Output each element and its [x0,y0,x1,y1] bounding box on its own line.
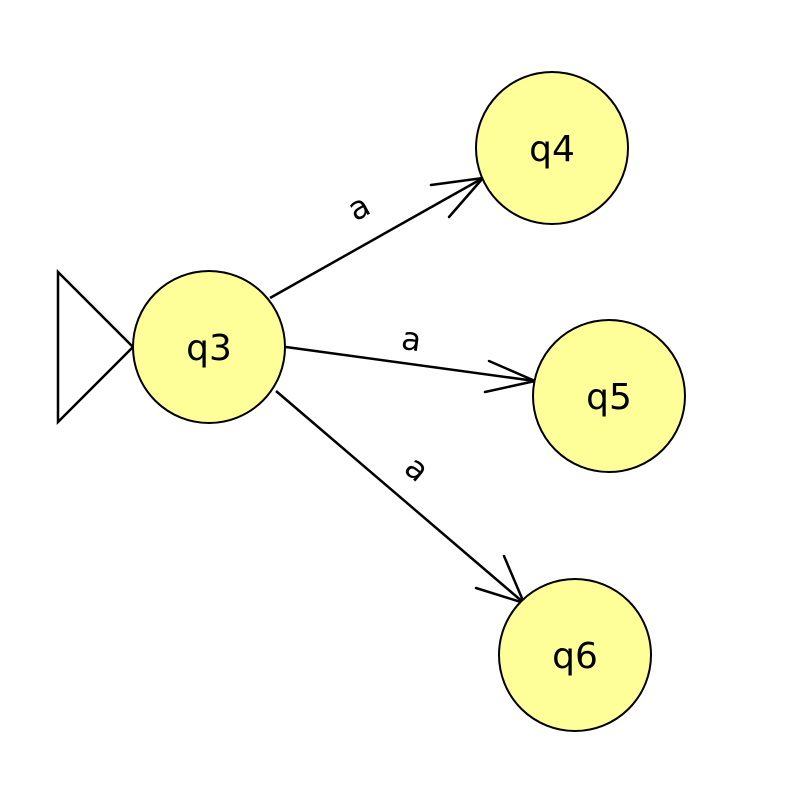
state-q3[interactable]: q3 [132,270,286,424]
state-q4[interactable]: q4 [475,71,629,225]
transition-label: a [399,319,424,359]
transition-q3-q4[interactable]: a [269,176,485,300]
state-label: q3 [186,328,232,369]
transition-q3-q6[interactable]: a [275,390,526,605]
transition-line [285,345,536,383]
state-label: q5 [586,377,632,418]
state-circle [498,578,652,732]
transition-line [269,176,484,300]
arrow-head-icon [429,176,485,219]
state-q5[interactable]: q5 [532,319,686,473]
state-q6[interactable]: q6 [498,578,652,732]
state-circle [475,71,629,225]
transition-label: a [341,186,377,229]
transition-label: a [397,448,436,490]
transition-line [275,390,525,604]
state-label: q6 [552,636,598,677]
initial-state-marker [56,268,135,426]
state-circle [532,319,686,473]
state-label: q4 [529,129,575,170]
transition-q3-q5[interactable]: a [285,319,537,394]
state-circle [132,270,286,424]
